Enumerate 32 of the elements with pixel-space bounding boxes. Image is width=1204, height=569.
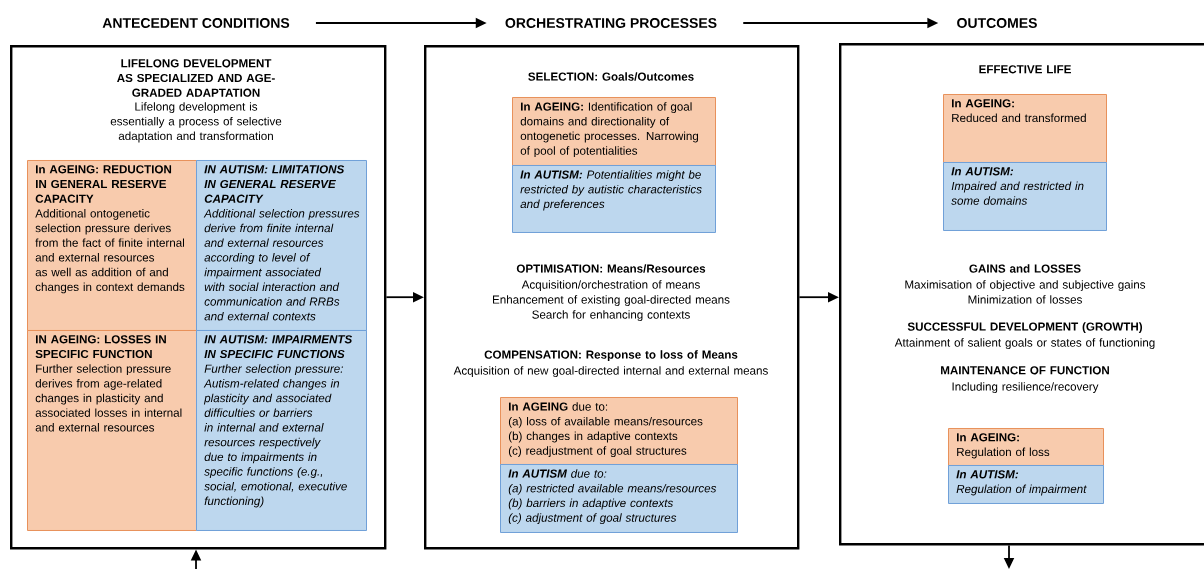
- section-heading: LIFELONG DEVELOPMENT AS SPECIALIZED AND AGE-GRADED ADAPTATION: [117, 59, 275, 97]
- section-heading: SUCCESSFUL DEVELOPMENT (GROWTH): [907, 322, 1143, 333]
- section-heading: SELECTION: Goals/Outcomes: [528, 72, 694, 81]
- description-text: Minimization of losses: [968, 295, 1082, 304]
- description-text: Enhancement of existing goal-directed means: [493, 295, 730, 306]
- text-cell: IN AGEING: LOSSES IN SPECIFIC FUNCTION Further selection pressure derives from age-related changes in plasticity and associated losses in internal and external resources: [27, 330, 197, 531]
- text-cell: IN AUTISM: LIMITATIONS IN GENERAL RESERVE CAPACITY Additional selection pressures derive from finite internal and external resources according to level of impairment associated with social interaction and communication and RRBs and external contexts: [196, 160, 367, 331]
- section-heading: OPTIMISATION: Means/Resources: [516, 264, 706, 273]
- text-cell: In AUTISM: Potentialities might be restricted by autistic characteristics and preferences: [512, 165, 716, 233]
- text-cell: In AGEING: REDUCTION IN GENERAL RESERVE CAPACITY Additional ontogenetic selection pressure derives from the fact of finite internal and external resources as well as addition of and changes in context demands: [27, 160, 197, 331]
- description-text: Acquisition/orchestration of means: [521, 280, 700, 291]
- description-text: Search for enhancing contexts: [532, 310, 690, 321]
- text-cell: In AGEING: Identification of goal domains and directionality of ontogenetic processes. Narrowing of pool of potentialities: [512, 97, 716, 166]
- text-cell: In AGEING due to: (a) loss of available means/resources (b) changes in adaptive contexts (c) readjustment of goal structures: [500, 397, 738, 465]
- text-cell: In AUTISM: Regulation of impairment: [948, 465, 1104, 504]
- section-heading: COMPENSATION: Response to loss of Means: [484, 350, 738, 361]
- text-cell: In AGEING: Reduced and transformed: [943, 94, 1107, 163]
- description-text: Acquisition of new goal-directed internal and external means: [453, 366, 768, 377]
- column-heading: OUTCOMES: [957, 18, 1037, 28]
- description-text: Attainment of salient goals or states of functioning: [894, 338, 1155, 349]
- column-heading: ORCHESTRATING PROCESSES: [505, 18, 717, 28]
- text-cell: IN AUTISM: IMPAIRMENTS IN SPECIFIC FUNCTIONS Further selection pressure: Autism-related changes in plasticity and associated difficulties or barriers in internal and external resources respectively due to impairments in specific functions (e.g., social, emotional, executive functioning): [196, 330, 367, 531]
- text-cell: In AUTISM due to: (a) restricted available means/resources (b) barriers in adaptive contexts (c) adjustment of goal structures: [500, 464, 738, 533]
- section-heading: MAINTENANCE OF FUNCTION: [941, 366, 1109, 375]
- description-text: Lifelong development is essentially a process of selective adaptation and transformation: [110, 102, 282, 143]
- description-text: Maximisation of objective and subjective gains: [905, 280, 1146, 291]
- section-heading: GAINS and LOSSES: [969, 264, 1081, 273]
- text-cell: In AGEING: Regulation of loss: [948, 428, 1104, 466]
- section-heading: EFFECTIVE LIFE: [979, 65, 1071, 74]
- text-cell: In AUTISM: Impaired and restricted in some domains: [943, 162, 1107, 231]
- description-text: Including resilience/recovery: [952, 382, 1099, 393]
- column-heading: ANTECEDENT CONDITIONS: [102, 18, 290, 28]
